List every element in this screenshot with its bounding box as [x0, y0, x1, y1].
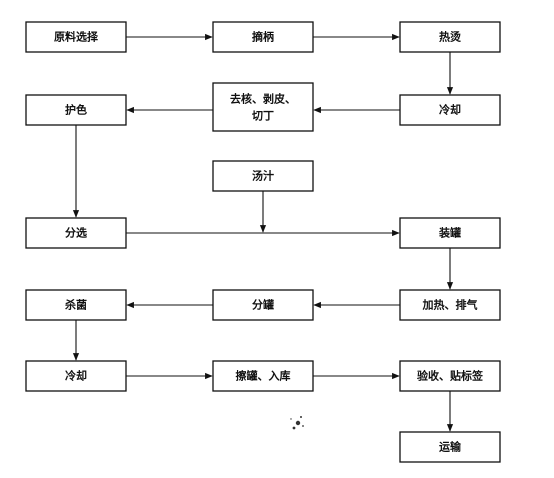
node-split-can: 分罐	[212, 289, 314, 321]
node-color-protect: 护色	[25, 94, 127, 126]
node-label-line2: 切丁	[252, 110, 274, 123]
node-label: 装罐	[438, 226, 461, 240]
scan-smudge	[290, 416, 304, 430]
node-label: 护色	[65, 103, 87, 117]
node-label: 冷却	[439, 103, 461, 117]
node-destem: 摘柄	[212, 21, 314, 53]
node-label: 加热、排气	[422, 298, 478, 312]
node-label: 杀菌	[65, 298, 87, 312]
node-pit-peel-dice: 去核、剥皮、 切丁	[212, 82, 314, 132]
node-label: 验收、贴标签	[417, 369, 484, 383]
node-cool-2: 冷却	[25, 360, 127, 392]
node-blanch: 热烫	[399, 21, 501, 53]
node-raw-selection: 原料选择	[25, 21, 127, 53]
node-transport: 运输	[399, 431, 501, 463]
node-label: 冷却	[65, 369, 87, 383]
node-wipe-store: 擦罐、入库	[212, 360, 314, 392]
node-label: 原料选择	[54, 30, 99, 44]
node-label: 擦罐、入库	[236, 369, 291, 383]
node-label: 汤汁	[252, 169, 274, 183]
node-heat-exhaust: 加热、排气	[399, 289, 501, 321]
node-label: 摘柄	[252, 30, 274, 44]
node-syrup: 汤汁	[212, 160, 314, 192]
node-label: 分选	[65, 226, 87, 240]
node-sterilize: 杀菌	[25, 289, 127, 321]
node-label: 运输	[439, 440, 462, 454]
node-inspect-label: 验收、贴标签	[399, 360, 501, 392]
node-cool-1: 冷却	[399, 94, 501, 126]
node-label: 分罐	[252, 298, 274, 312]
node-can-fill: 装罐	[399, 217, 501, 249]
node-label-line1: 去核、剥皮、	[230, 92, 296, 106]
node-label: 热烫	[439, 30, 462, 44]
node-sort: 分选	[25, 217, 127, 249]
